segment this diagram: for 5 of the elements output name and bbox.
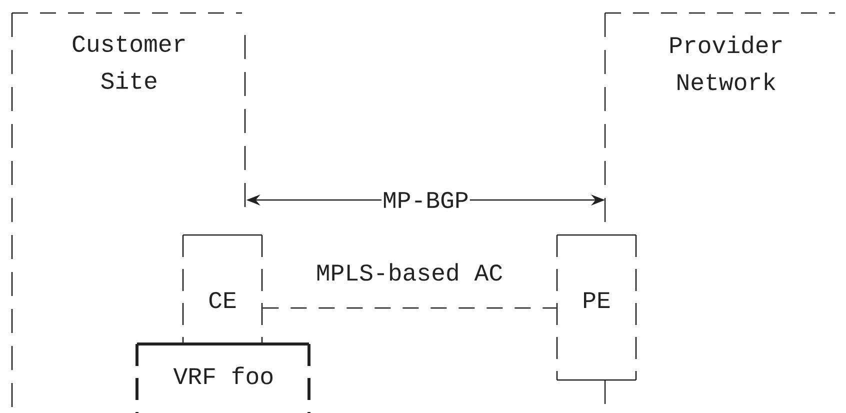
router-box: PE bbox=[556, 234, 637, 381]
edge-label: MPLS-based AC bbox=[314, 261, 504, 283]
router-box: CE bbox=[182, 234, 263, 344]
vrf-box: VRF foo bbox=[136, 342, 310, 413]
edge-label: MP-BGP bbox=[381, 190, 470, 210]
